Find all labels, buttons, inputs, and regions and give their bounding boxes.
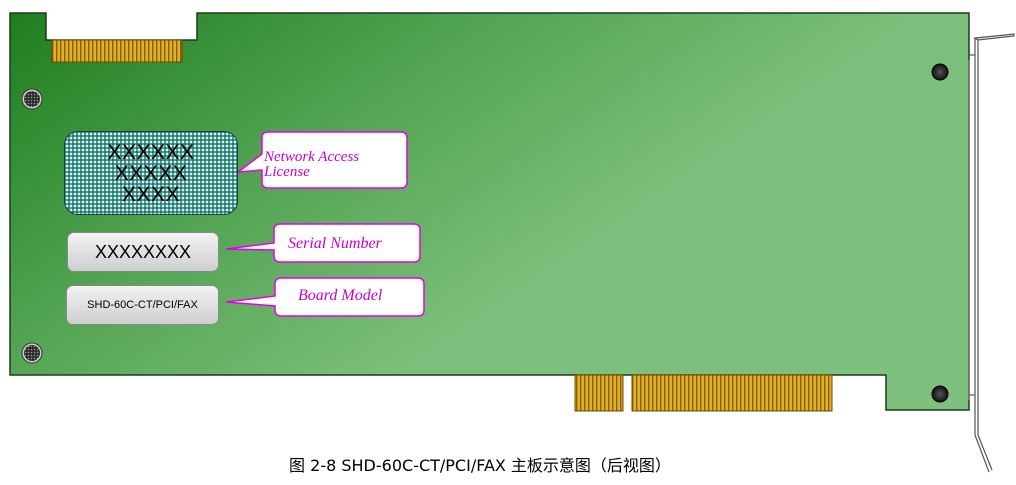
- license-code-line: XXXX: [121, 182, 181, 206]
- callout-board-model-text: Board Model: [298, 287, 383, 304]
- callout-serial-number-text: Serial Number: [288, 235, 382, 252]
- serial-number-value: XXXXXXXX: [94, 241, 192, 262]
- board-model-value: SHD-60C-CT/PCI/FAX: [87, 299, 198, 311]
- license-code-line: XXXXXX: [107, 140, 195, 164]
- network-access-license-label: XXXXXX XXXXX XXXX: [64, 131, 238, 215]
- figure-caption: 图 2-8 SHD-60C-CT/PCI/FAX 主板示意图（后视图）: [289, 456, 671, 475]
- callout-network-access: [235, 131, 408, 189]
- gold-finger-large: [631, 374, 833, 412]
- serial-number-label: XXXXXXXX: [67, 232, 219, 272]
- screw-icon: [21, 88, 43, 110]
- license-code-line: XXXXX: [114, 161, 188, 185]
- callout-network-access-text-1: Network Access: [264, 149, 360, 165]
- mounting-bracket: [968, 33, 1015, 473]
- callout-serial-number: [225, 223, 421, 263]
- screw-icon: [21, 342, 43, 364]
- callout-network-access-text-2: License: [264, 164, 310, 180]
- mounting-hole-icon: [931, 63, 949, 81]
- top-connector: [51, 39, 183, 63]
- callout-board-model: [225, 277, 425, 317]
- mounting-hole-icon: [931, 385, 949, 403]
- gold-finger-small: [574, 374, 624, 412]
- board-model-label: SHD-60C-CT/PCI/FAX: [66, 285, 219, 325]
